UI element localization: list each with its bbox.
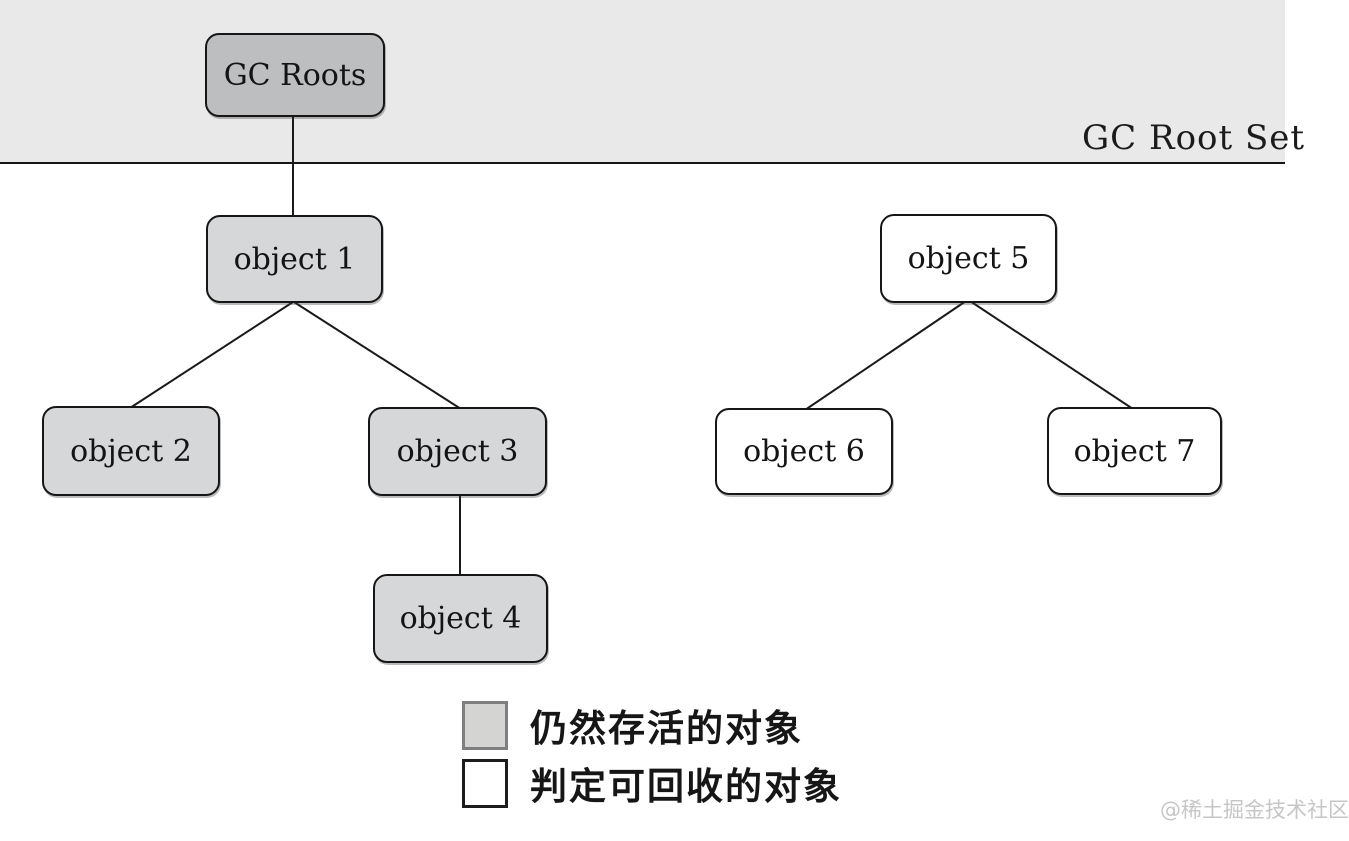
node-object-4: object 4 bbox=[373, 574, 548, 663]
live-object-swatch bbox=[462, 700, 508, 750]
edge-object5-object6 bbox=[804, 300, 967, 411]
legend-label-live: 仍然存活的对象 bbox=[530, 706, 803, 750]
watermark-text: @稀土掘金技术社区 bbox=[1160, 798, 1349, 822]
legend-item-collectable: 判定可回收的对象 bbox=[462, 758, 1022, 808]
legend-item-live: 仍然存活的对象 bbox=[462, 700, 1022, 750]
node-object-3: object 3 bbox=[368, 407, 547, 496]
gc-root-set-label: GC Root Set bbox=[1082, 118, 1306, 158]
node-object-2: object 2 bbox=[42, 406, 220, 496]
node-object-5: object 5 bbox=[880, 214, 1057, 303]
node-object-1: object 1 bbox=[206, 215, 383, 303]
collectable-object-swatch bbox=[462, 758, 508, 808]
edge-object1-object2 bbox=[129, 301, 294, 409]
node-object-7: object 7 bbox=[1047, 407, 1222, 495]
edge-object5-object7 bbox=[969, 300, 1134, 410]
node-gc-roots: GC Roots bbox=[205, 33, 385, 117]
legend-label-collectable: 判定可回收的对象 bbox=[530, 764, 842, 808]
edge-object1-object3 bbox=[293, 301, 462, 410]
node-object-6: object 6 bbox=[715, 408, 893, 495]
legend: 仍然存活的对象 判定可回收的对象 bbox=[462, 700, 1022, 816]
